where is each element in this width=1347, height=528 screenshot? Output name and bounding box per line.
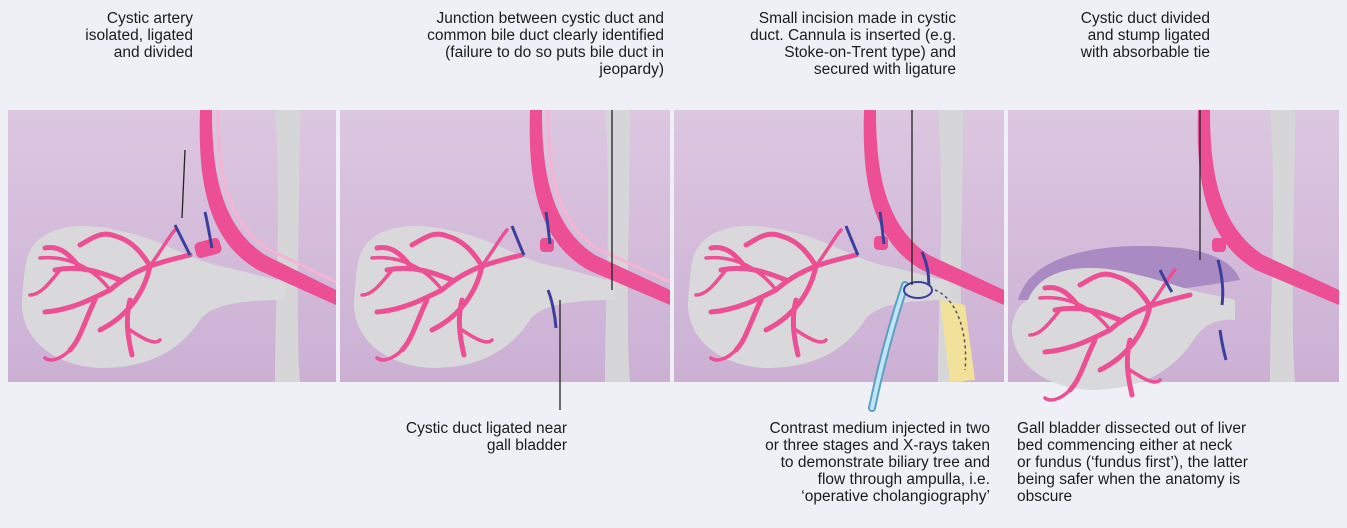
- cholecystectomy-diagram: Cystic artery isolated, ligated and divi…: [0, 0, 1347, 528]
- diagram-canvas: [0, 0, 1347, 528]
